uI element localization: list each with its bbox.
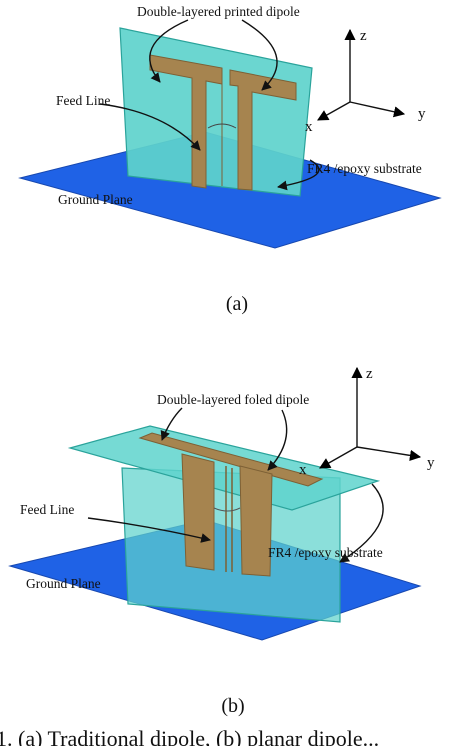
substrate-arrow-a bbox=[277, 159, 320, 191]
figure-caption: 1. (a) Traditional dipole, (b) planar di… bbox=[0, 726, 379, 746]
dipole-arrow-right-b bbox=[267, 409, 288, 471]
substrate-label-a: FR4 /epoxy substrate bbox=[307, 161, 422, 176]
axis-y-label-a: y bbox=[418, 106, 426, 122]
feed-detail-b bbox=[213, 507, 241, 512]
figure-a: Double-layered printed dipole Feed Line … bbox=[18, 4, 442, 315]
axis-z-label-a: z bbox=[360, 28, 367, 44]
axis-x-label-a: x bbox=[305, 119, 313, 135]
axis-x-label-b: x bbox=[299, 462, 307, 478]
caption-a: (a) bbox=[226, 293, 248, 315]
dipole-arrow-left-a bbox=[149, 19, 189, 83]
dipole-right-arm-a bbox=[229, 69, 297, 191]
ground-plane-label-a: Ground Plane bbox=[58, 192, 133, 207]
feed-detail-a bbox=[207, 123, 237, 129]
figure-b: Double-layered foled dipole Feed Line FR… bbox=[8, 366, 435, 717]
axes-a bbox=[317, 28, 406, 121]
dipole-left-strip-b bbox=[181, 453, 215, 571]
substrate-label-b: FR4 /epoxy substrate bbox=[268, 545, 383, 560]
dipole-arrow-right-a bbox=[241, 19, 278, 91]
substrate-a bbox=[119, 27, 313, 197]
dipole-right-strip-b bbox=[239, 465, 273, 577]
axes-b bbox=[319, 366, 422, 469]
ground-plane-label-b: Ground Plane bbox=[26, 576, 101, 591]
feed-line-label-b: Feed Line bbox=[20, 502, 74, 517]
dipole-label-a: Double-layered printed dipole bbox=[137, 4, 300, 19]
dipole-label-b: Double-layered foled dipole bbox=[157, 392, 309, 407]
caption-b: (b) bbox=[221, 695, 244, 717]
axis-y-label-b: y bbox=[427, 455, 435, 471]
substrate-top-b bbox=[67, 425, 381, 511]
substrate-arrow-b bbox=[339, 483, 384, 563]
dipole-left-arm-a bbox=[149, 54, 223, 189]
feed-arrow-a bbox=[99, 103, 201, 151]
feed-line-label-a: Feed Line bbox=[56, 93, 110, 108]
dipole-arrow-left-b bbox=[160, 407, 183, 441]
axis-z-label-b: z bbox=[366, 366, 373, 382]
feed-arrow-b bbox=[87, 517, 211, 543]
